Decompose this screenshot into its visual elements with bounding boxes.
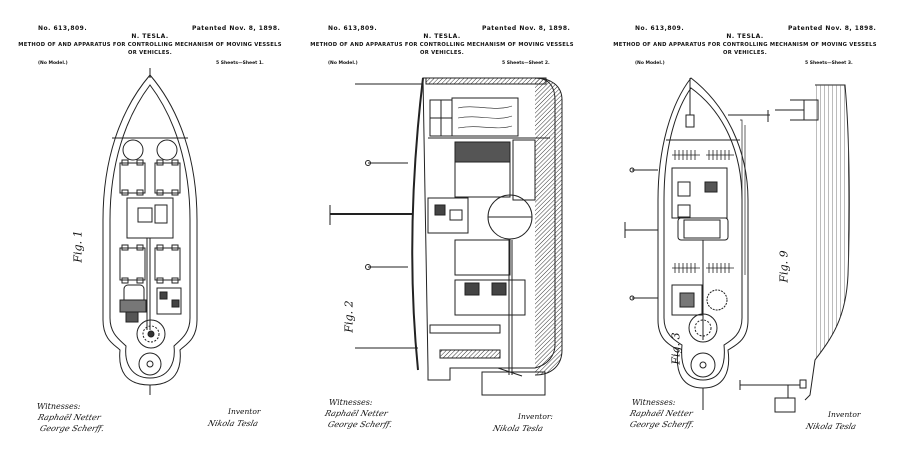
inventor-label: Inventor [228,407,261,416]
witnesses-label: Witnesses: [632,398,676,407]
patent-date: Patented Nov. 8, 1898. [192,25,281,32]
model-note: (No Model.) [635,61,665,66]
sheet-label: 5 Sheets—Sheet 1. [216,61,264,66]
figure-label: Fig. 2 [342,300,356,333]
patent-title-line-1: METHOD OF AND APPARATUS FOR CONTROLLING … [18,42,282,48]
patent-title-line-2: OR VEHICLES. [722,50,767,56]
patent-number: No. 613,809. [328,25,378,32]
inventor-name: N. TESLA. [726,33,764,40]
patent-title-line-1: METHOD OF AND APPARATUS FOR CONTROLLING … [613,42,877,48]
figure-3-drawing [600,0,900,465]
witness-signature-2: George Scherff. [628,420,696,429]
sheet-label: 5 Sheets—Sheet 2. [502,61,550,66]
patent-sheet-2: No. 613,809. Patented Nov. 8, 1898. N. T… [300,0,600,465]
patent-title: METHOD OF AND APPARATUS FOR CONTROLLING … [595,41,895,57]
hull-outline [103,75,197,385]
model-note: (No Model.) [328,61,358,66]
patent-title-line-1: METHOD OF AND APPARATUS FOR CONTROLLING … [310,42,574,48]
inventor-signature: Nikola Tesla [206,419,260,428]
patent-sheet-1: No. 613,809. Patented Nov. 8, 1898. N. T… [0,0,300,465]
patent-title: METHOD OF AND APPARATUS FOR CONTROLLING … [0,41,300,57]
patent-title-line-2: OR VEHICLES. [127,50,172,56]
inventor-label: Inventor: [518,412,553,421]
witness-signature-1: Raphaël Netter [36,413,102,422]
patent-sheet-3: No. 613,809. Patented Nov. 8, 1898. N. T… [600,0,900,465]
witnesses-label: Witnesses: [329,398,373,407]
patent-date: Patented Nov. 8, 1898. [788,25,877,32]
sheet-label: 5 Sheets—Sheet 3. [805,61,853,66]
witness-signature-2: George Scherff. [326,420,394,429]
hull-outline [658,78,748,388]
figure-label-9: Fig. 9 [777,250,791,283]
inventor-label: Inventor [828,410,861,419]
inventor-name: N. TESLA. [131,33,169,40]
figure-2-drawing [300,0,600,465]
witness-signature-1: Raphaël Netter [628,409,694,418]
inventor-name: N. TESLA. [423,33,461,40]
inventor-signature: Nikola Tesla [804,422,858,431]
witness-signature-2: George Scherff. [38,424,106,433]
figure-1-drawing [0,0,300,465]
patent-number: No. 613,809. [38,25,88,32]
figure-label: Fig. 3 [669,332,683,365]
hull-inner [110,85,190,378]
patent-date: Patented Nov. 8, 1898. [482,25,571,32]
model-note: (No Model.) [38,61,68,66]
inventor-signature: Nikola Tesla [491,424,545,433]
patent-title-line-2: OR VEHICLES. [419,50,464,56]
figure-label: Fig. 1 [71,230,85,263]
witnesses-label: Witnesses: [37,402,81,411]
witness-signature-1: Raphaël Netter [323,409,389,418]
patent-title: METHOD OF AND APPARATUS FOR CONTROLLING … [292,41,592,57]
patent-number: No. 613,809. [635,25,685,32]
